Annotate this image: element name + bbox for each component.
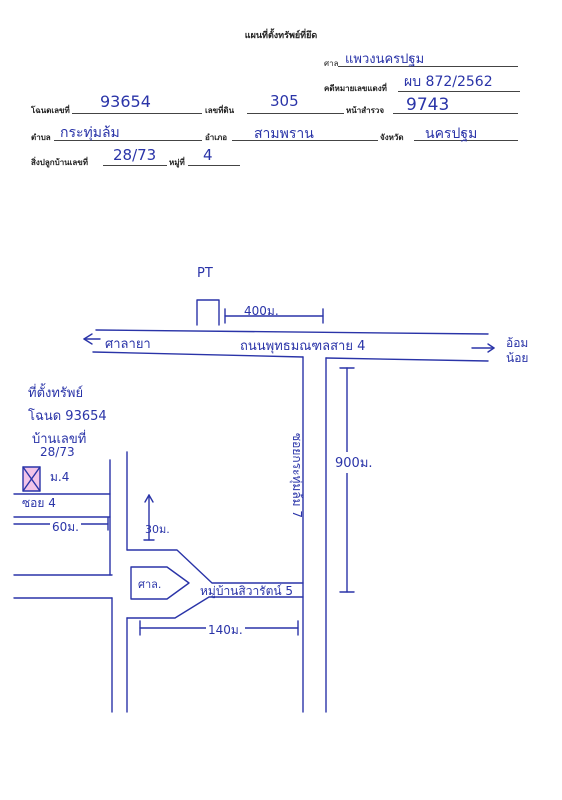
court-underline [338, 66, 518, 67]
tambon-underline [54, 140, 202, 141]
road-right-label: อ้อมน้อย [506, 336, 529, 365]
house-label: สิ่งปลูกบ้านเลขที่ [31, 158, 89, 167]
court-label: ศาล [324, 59, 339, 68]
case-underline [398, 91, 520, 92]
main-road-label: ถนนพุทธมณฑลสาย 4 [240, 339, 366, 354]
dist-30-label: 30ม. [145, 523, 170, 536]
moo-underline [188, 165, 240, 166]
side-road-label: ซอยกระทุ่มล้ม 7 [290, 432, 305, 519]
survey-underline [393, 113, 518, 114]
deed-label: โฉนดเลขที่ [31, 106, 70, 115]
tambon-label: ตำบล [31, 133, 51, 142]
land-no-label: เลขที่ดิน [205, 106, 235, 115]
case-value: ผบ 872/2562 [404, 74, 493, 90]
dist-900-label: 900ม. [333, 452, 375, 473]
amphoe-underline [232, 140, 378, 141]
village-entrance [126, 549, 304, 584]
house-underline [103, 165, 167, 166]
amphoe-label: อำเภอ [205, 133, 228, 142]
property-note-2: โฉนด 93654 [28, 409, 107, 424]
survey-value: 9743 [406, 95, 450, 115]
road-left-label: ศาลายา [105, 337, 151, 352]
land-no-underline [247, 113, 344, 114]
property-note-4: 28/73 [40, 445, 75, 459]
sala-island [130, 566, 190, 600]
document-title: แผนที่ตั้งทรัพย์ที่ยึด [244, 31, 318, 41]
case-label: คดีหมายเลขแดงที่ [324, 84, 387, 93]
survey-label: หน้าสำรวจ [346, 106, 385, 115]
sala-label: ศาล. [138, 578, 162, 591]
pt-label: PT [197, 266, 213, 281]
amphoe-value: สามพราน [254, 126, 314, 142]
dist-400-label: 400ม. [244, 304, 279, 318]
province-label: จังหวัด [380, 133, 404, 142]
province-value: นครปฐม [425, 126, 478, 142]
court-value: แพวงนครปฐม [345, 52, 425, 67]
moo-marker-label: ม.4 [50, 470, 70, 484]
main-road-bottom-edge [92, 351, 304, 358]
village-label: หมู่บ้านสิวารัตน์ 5 [200, 584, 294, 598]
dist-60-label: 60ม. [50, 518, 81, 537]
deed-value: 93654 [100, 92, 151, 111]
dist-140-label: 140ม. [206, 621, 245, 640]
main-road-top-edge [95, 329, 489, 335]
tambon-value: กระทุ่มล้ม [60, 125, 120, 141]
soi4-label: ซอย 4 [22, 496, 56, 510]
moo-label: หมู่ที่ [169, 158, 185, 167]
property-note-3: บ้านเลขที่ [32, 432, 87, 447]
property-note-1: ที่ตั้งทรัพย์ [28, 386, 84, 401]
moo-value: 4 [203, 146, 213, 164]
house-value: 28/73 [113, 146, 157, 164]
land-no-value: 305 [270, 92, 299, 110]
pt-box [196, 299, 220, 326]
deed-underline [72, 113, 202, 114]
province-underline [414, 140, 518, 141]
